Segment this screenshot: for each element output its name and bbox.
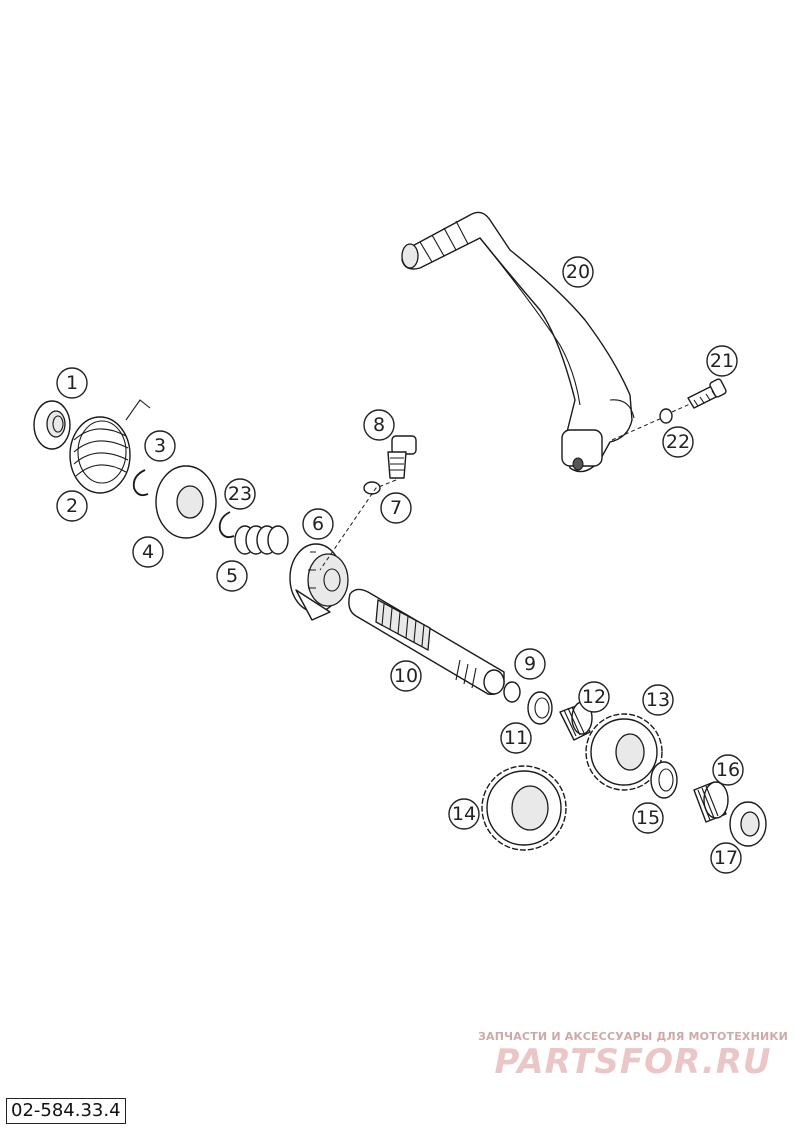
washer-part-15 xyxy=(650,761,678,799)
svg-text:4: 4 xyxy=(142,541,154,563)
watermark: ЗАПЧАСТИ И АКСЕССУАРЫ ДЛЯ МОТОТЕХНИКИ PA… xyxy=(478,1030,788,1081)
ring-part-9 xyxy=(503,681,521,703)
callout-23: 23 xyxy=(224,478,256,510)
callout-11: 11 xyxy=(500,722,532,754)
svg-text:2: 2 xyxy=(66,495,78,517)
gear-part-13 xyxy=(585,713,663,791)
callout-10: 10 xyxy=(390,660,422,692)
callout-12: 12 xyxy=(578,681,610,713)
callout-15: 15 xyxy=(632,802,664,834)
kick-lever-part xyxy=(401,211,635,473)
callout-8: 8 xyxy=(363,409,395,441)
callout-4: 4 xyxy=(132,536,164,568)
svg-text:21: 21 xyxy=(710,350,734,372)
svg-text:1: 1 xyxy=(66,372,78,394)
stud-part-8 xyxy=(387,435,417,479)
svg-text:22: 22 xyxy=(666,431,690,453)
spring-part-5 xyxy=(234,525,289,555)
diagram-code-label: 02-584.33.4 xyxy=(6,1098,126,1124)
callout-9: 9 xyxy=(514,648,546,680)
svg-text:17: 17 xyxy=(714,847,738,869)
callout-22: 22 xyxy=(662,426,694,458)
thrust-washer-part-4 xyxy=(155,465,217,539)
callout-5: 5 xyxy=(216,560,248,592)
callout-7: 7 xyxy=(380,492,412,524)
kick-shaft-part-10 xyxy=(348,588,505,695)
svg-text:9: 9 xyxy=(524,653,536,675)
svg-text:20: 20 xyxy=(566,261,590,283)
bush-part-1 xyxy=(33,400,71,450)
gear-part-14 xyxy=(481,765,567,851)
bush-part-17 xyxy=(729,801,767,847)
svg-text:7: 7 xyxy=(390,497,402,519)
ring-part-23 xyxy=(218,511,235,539)
svg-text:15: 15 xyxy=(636,807,660,829)
svg-text:8: 8 xyxy=(373,414,385,436)
needle-bearing-part-16 xyxy=(693,781,729,823)
callout-16: 16 xyxy=(712,754,744,786)
svg-text:23: 23 xyxy=(228,483,252,505)
ratchet-part-6 xyxy=(289,543,349,621)
circlip-part-3 xyxy=(132,469,149,497)
callout-21: 21 xyxy=(706,345,738,377)
callout-2: 2 xyxy=(56,490,88,522)
svg-text:6: 6 xyxy=(312,513,324,535)
svg-text:14: 14 xyxy=(452,803,476,825)
callout-1: 1 xyxy=(56,367,88,399)
svg-text:13: 13 xyxy=(646,689,670,711)
svg-text:12: 12 xyxy=(582,686,606,708)
watermark-caption: ЗАПЧАСТИ И АКСЕССУАРЫ ДЛЯ МОТОТЕХНИКИ xyxy=(478,1030,788,1043)
watermark-logo: PARTSFOR.RU xyxy=(494,1042,772,1082)
washer-part-11 xyxy=(527,691,553,725)
callout-6: 6 xyxy=(302,508,334,540)
svg-text:11: 11 xyxy=(504,727,528,749)
callout-3: 3 xyxy=(144,430,176,462)
callout-17: 17 xyxy=(710,842,742,874)
spring-part-2 xyxy=(69,399,151,494)
callout-14: 14 xyxy=(448,798,480,830)
washer-part-7 xyxy=(363,481,381,495)
washer-part-22 xyxy=(659,408,673,424)
svg-text:3: 3 xyxy=(154,435,166,457)
svg-text:5: 5 xyxy=(226,565,238,587)
svg-text:10: 10 xyxy=(394,665,418,687)
callout-20: 20 xyxy=(562,256,594,288)
svg-text:16: 16 xyxy=(716,759,740,781)
bolt-part-21 xyxy=(687,378,727,409)
callout-13: 13 xyxy=(642,684,674,716)
